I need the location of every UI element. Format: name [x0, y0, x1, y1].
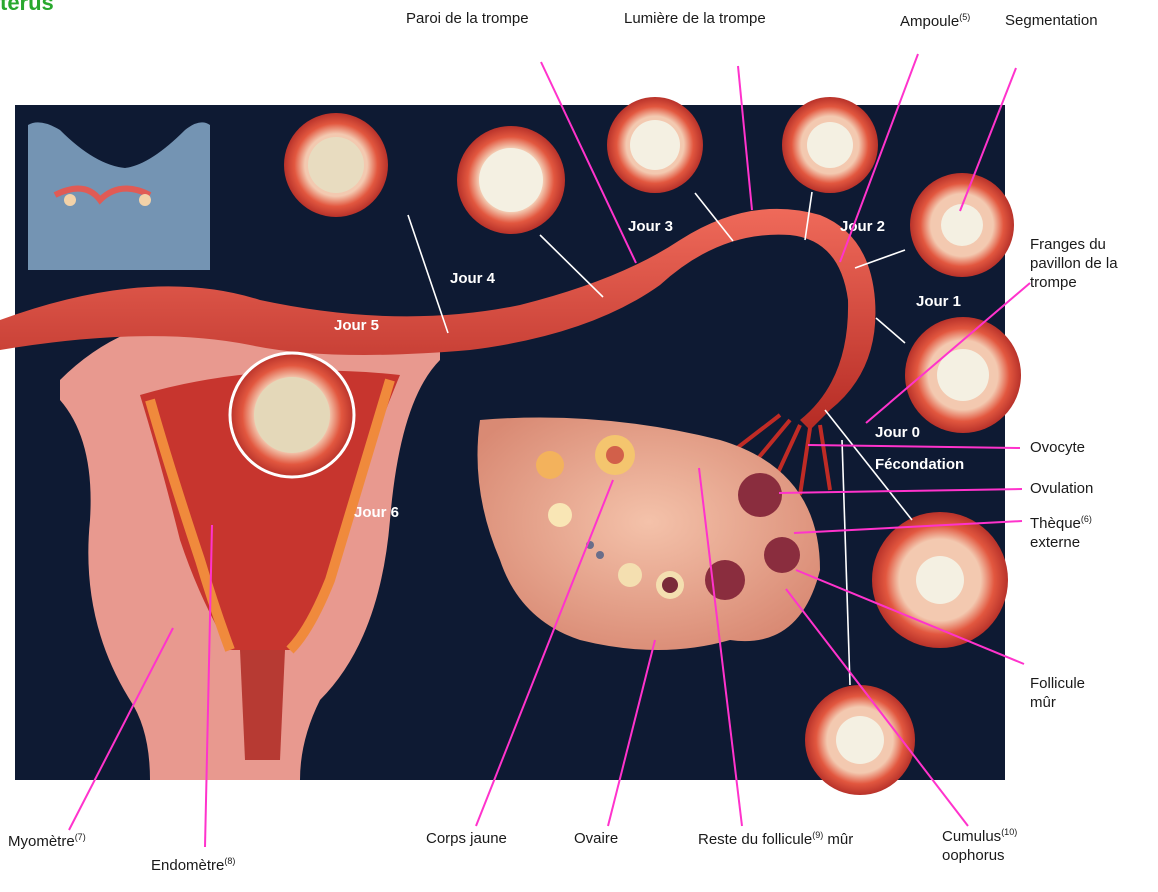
day-5-label: Jour 5: [334, 317, 379, 334]
label-ampoule: Ampoule(5): [900, 12, 970, 32]
day-4-label: Jour 4: [450, 270, 496, 287]
label-lumiere-trompe: Lumière de la trompe: [624, 10, 766, 29]
label-cumulus-oophorus: Cumulus(10) oophorus: [942, 827, 1017, 866]
label-myometre: Myomètre(7): [8, 832, 86, 852]
label-ovulation: Ovulation: [1030, 480, 1093, 499]
day-6-label: Jour 6: [354, 504, 399, 521]
label-reste-follicule: Reste du follicule(9) mûr: [698, 830, 853, 850]
label-paroi-trompe: Paroi de la trompe: [406, 10, 529, 29]
day-0-label: Jour 0: [875, 424, 920, 441]
label-ovaire: Ovaire: [574, 830, 618, 849]
fecondation-label: Fécondation: [875, 456, 964, 473]
day-3-label: Jour 3: [628, 218, 673, 235]
label-segmentation: Segmentation: [1005, 12, 1098, 31]
day-1-label: Jour 1: [916, 293, 961, 310]
label-endometre: Endomètre(8): [151, 856, 235, 876]
label-ovocyte: Ovocyte: [1030, 439, 1085, 458]
label-theque-externe: Thèque(6) externe: [1030, 514, 1092, 553]
label-corps-jaune: Corps jaune: [426, 830, 507, 849]
day-2-label: Jour 2: [840, 218, 885, 235]
